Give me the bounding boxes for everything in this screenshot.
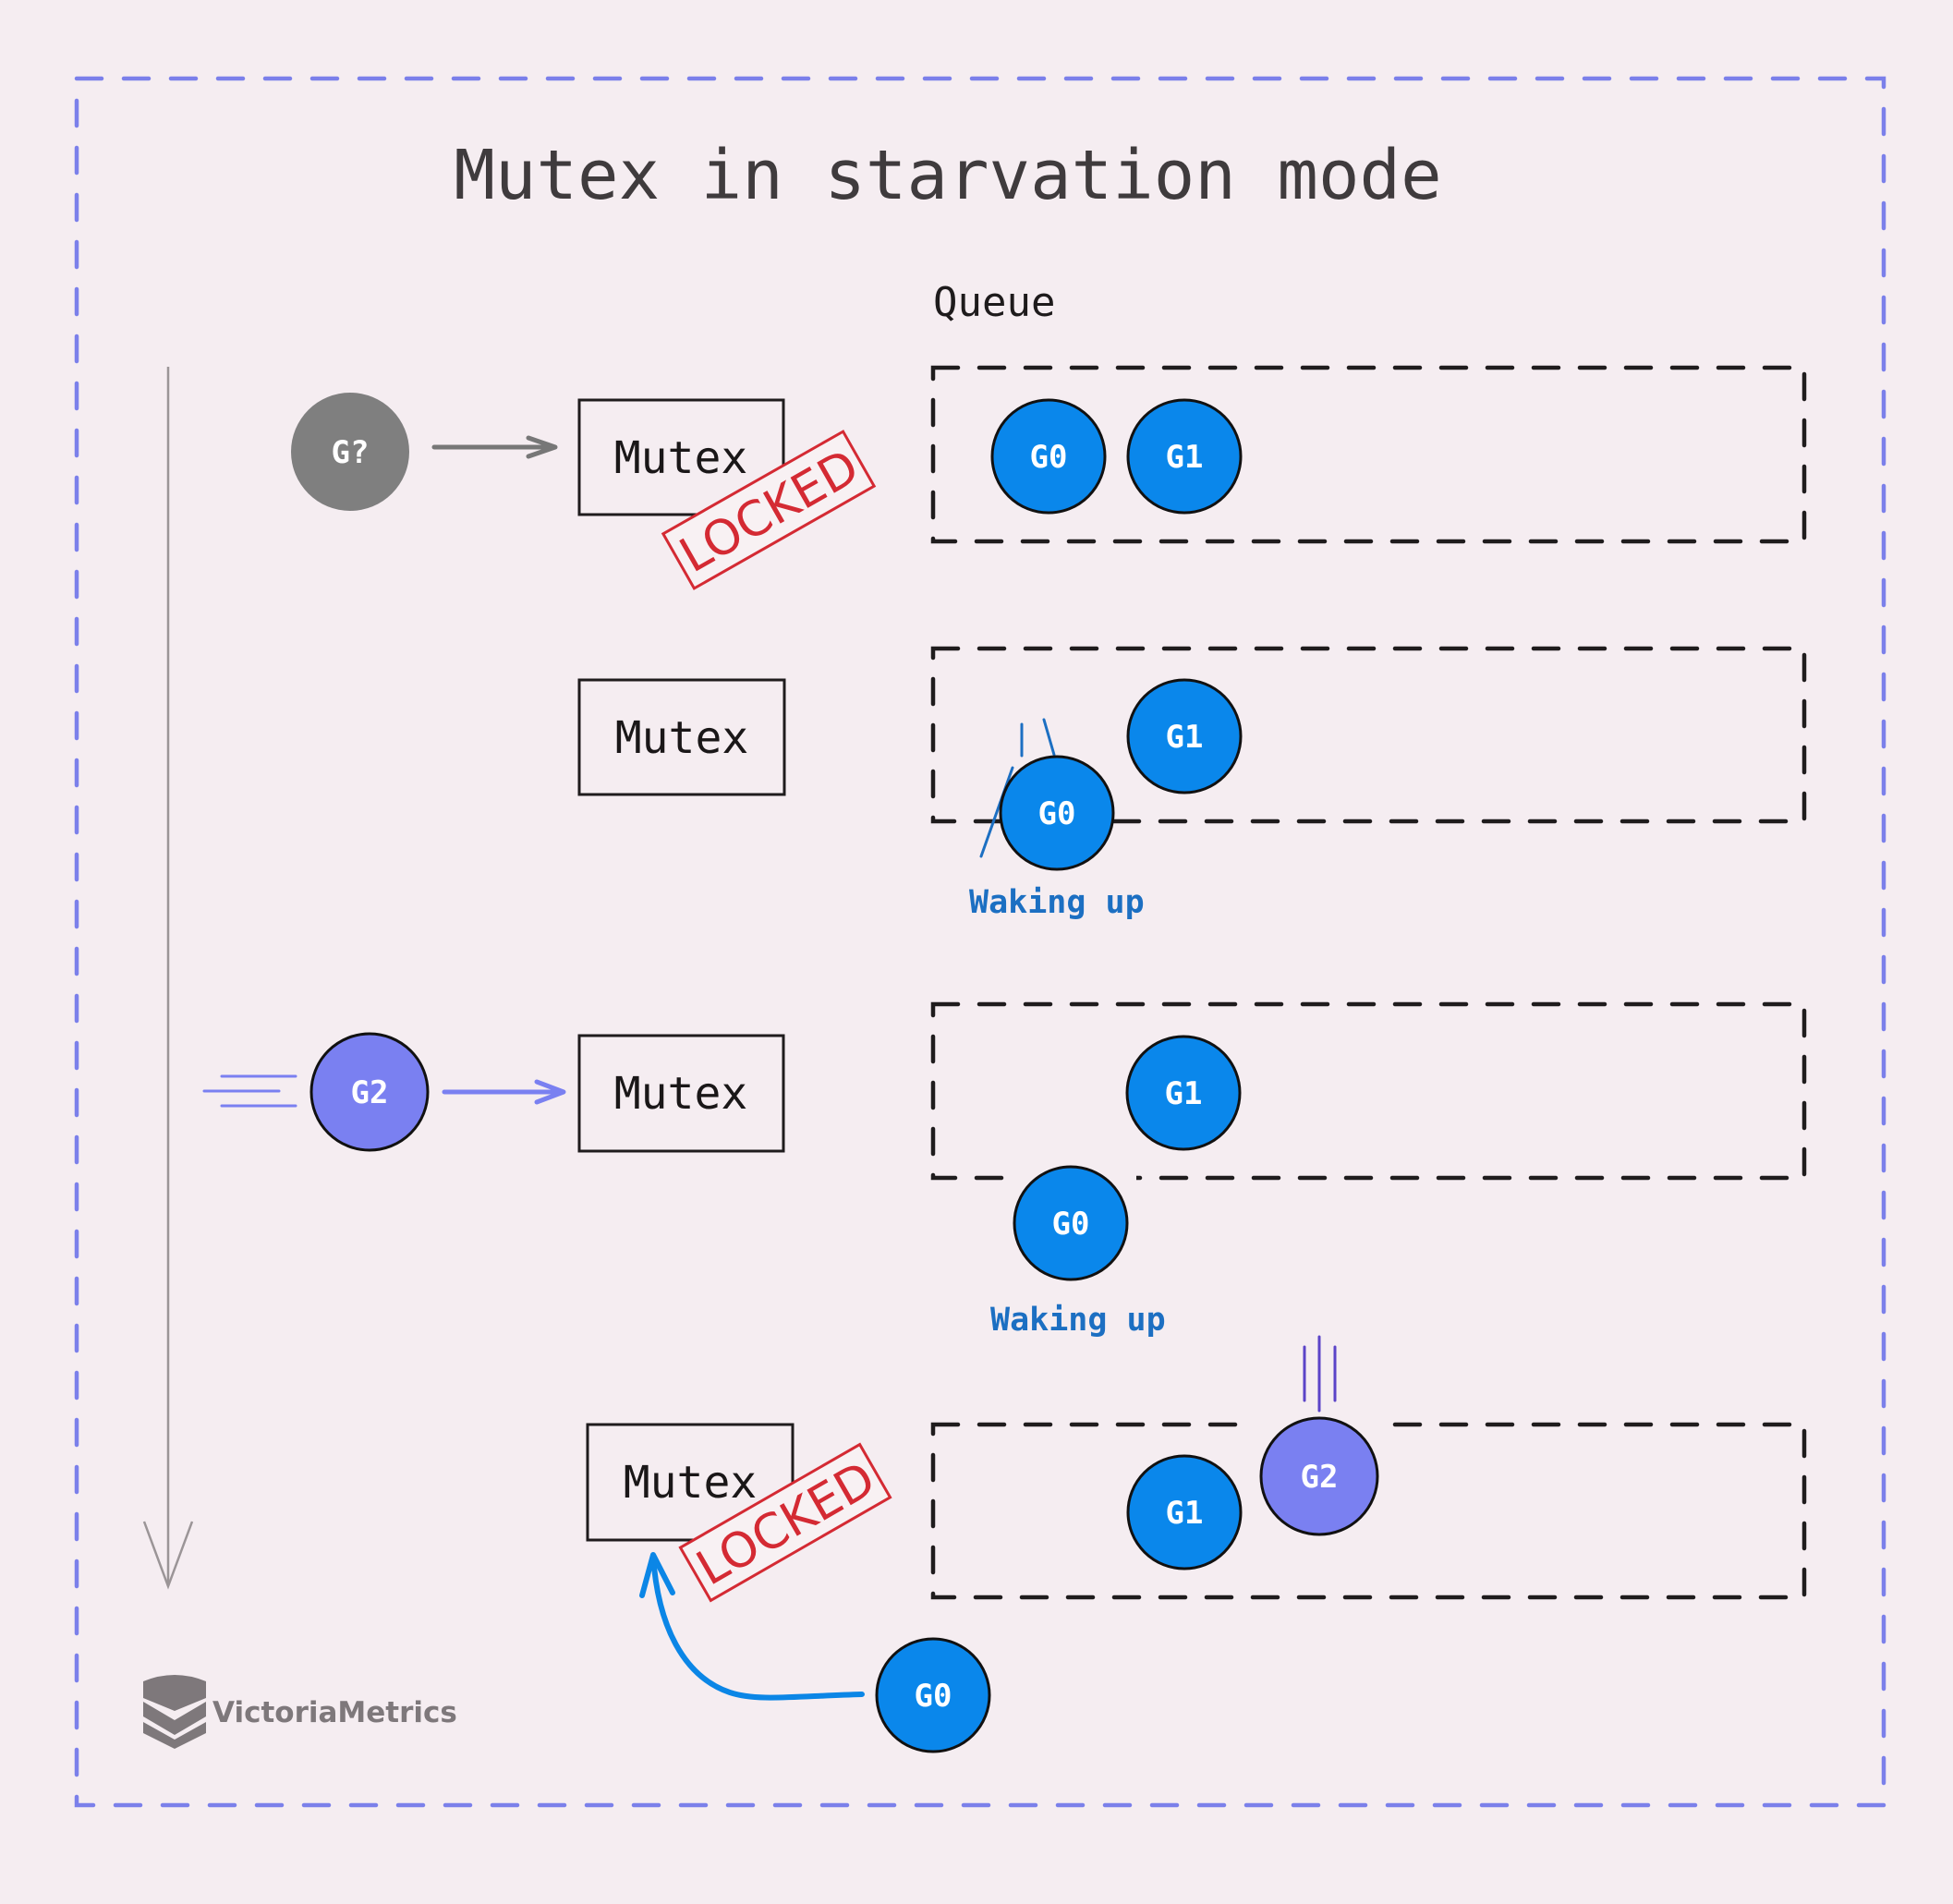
queue-label: Queue	[933, 279, 1055, 326]
goroutine-label: G?	[332, 434, 370, 471]
goroutine-g2: G2	[309, 1032, 430, 1152]
goroutine-label: G0	[915, 1678, 952, 1715]
goroutine-label: G2	[1301, 1459, 1339, 1496]
goroutine-label: G1	[1166, 1495, 1204, 1532]
mutex-box: Mutex	[577, 1034, 785, 1153]
mutex-label: Mutex	[614, 1068, 748, 1120]
timeline-arrow	[142, 367, 194, 1590]
goroutine-g2: G2	[1259, 1416, 1379, 1536]
logo-text: VictoriaMetrics	[212, 1696, 457, 1729]
goroutine-label: G0	[1038, 795, 1076, 832]
speed-lines-icon	[202, 1074, 297, 1108]
goroutine-g1: G1	[1125, 1035, 1242, 1151]
goroutine-g1: G1	[1126, 398, 1243, 515]
goroutine-label: G1	[1165, 1075, 1203, 1112]
goroutine-label: G2	[351, 1074, 389, 1111]
mutex-box: Mutex	[577, 678, 786, 796]
queue-box	[930, 646, 1807, 824]
goroutine-g1: G1	[1126, 678, 1243, 794]
step-3: G2 Mutex G1 G0 Waking up	[202, 1001, 1807, 1339]
arrow-right-icon	[431, 435, 558, 459]
goroutine-label: G1	[1166, 719, 1204, 756]
arrow-right-icon	[442, 1079, 566, 1105]
goroutine-label: G0	[1052, 1206, 1090, 1243]
waking-up-caption: Waking up	[969, 884, 1145, 921]
mutex-label: Mutex	[624, 1457, 758, 1509]
goroutine-g0-waking: G0	[1013, 1165, 1129, 1281]
wake-motion-lines-icon	[979, 718, 1056, 858]
goroutine-g0: G0	[990, 398, 1107, 515]
mutex-label: Mutex	[614, 432, 748, 484]
mutex-label: Mutex	[615, 712, 749, 764]
goroutine-g0-acquirer: G0	[875, 1637, 991, 1753]
curved-arrow-icon	[639, 1552, 865, 1701]
queue-box	[930, 365, 1807, 544]
mutex-box: Mutex	[577, 398, 785, 516]
victoriametrics-logo-icon	[143, 1675, 206, 1749]
outer-frame	[74, 76, 1886, 1808]
page-title: Mutex in starvation mode	[454, 136, 1441, 215]
goroutine-label: G0	[1030, 439, 1068, 476]
goroutine-unknown: G?	[291, 393, 409, 511]
goroutine-label: G1	[1166, 439, 1204, 476]
drop-motion-lines-icon	[1303, 1335, 1337, 1413]
step-2: Mutex G1 G0 Waking up	[577, 646, 1807, 921]
goroutine-g1: G1	[1126, 1454, 1243, 1570]
waking-up-caption: Waking up	[990, 1302, 1166, 1339]
goroutine-g0-waking: G0	[999, 755, 1115, 871]
queue-box	[930, 1001, 1807, 1181]
victoriametrics-logo: VictoriaMetrics	[143, 1675, 457, 1749]
